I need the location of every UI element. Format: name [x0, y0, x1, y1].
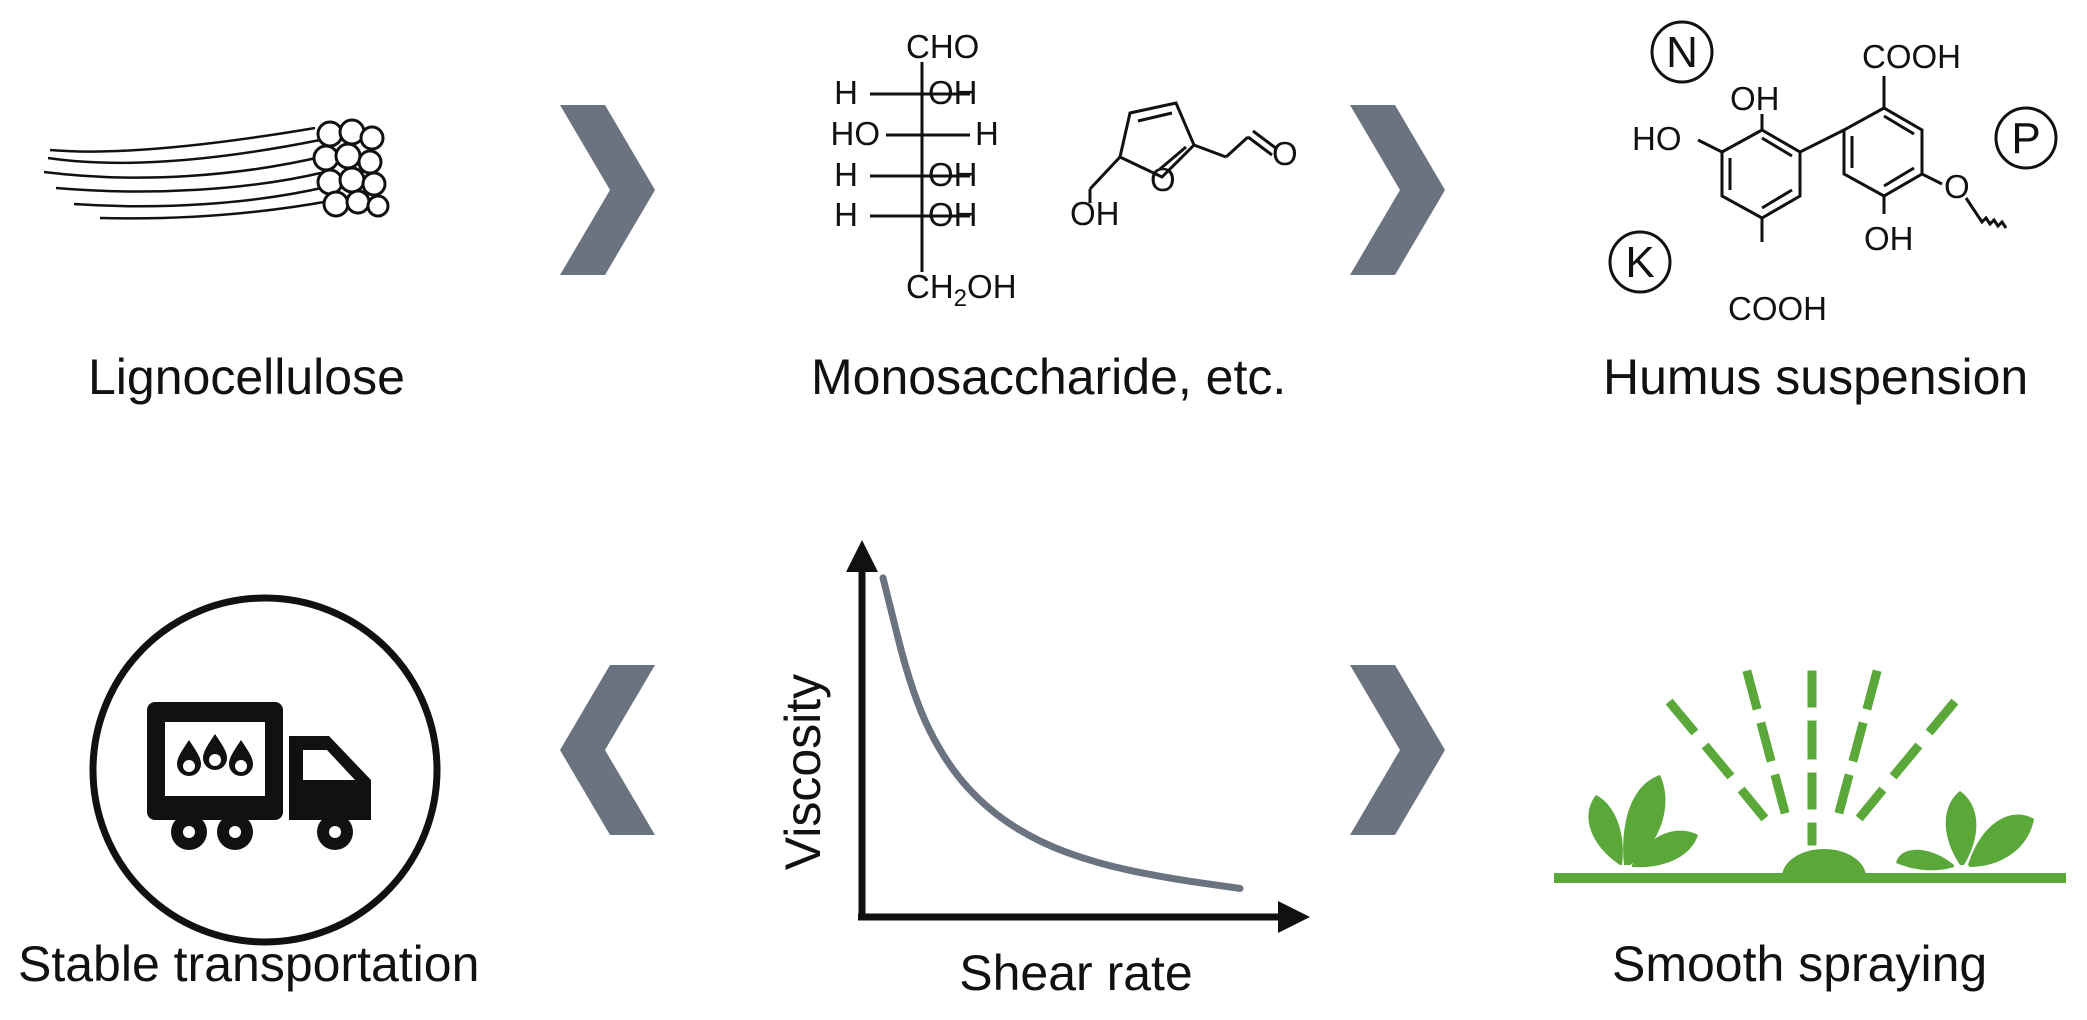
hmf-ring-o-text: O — [1150, 161, 1176, 198]
stable-transportation-label: Stable transportation — [18, 936, 480, 992]
fischer-row1-right: OH — [928, 74, 978, 111]
glucose-fischer-structure: CHO H OH HO H H OH H OH CH2OH — [831, 28, 1017, 310]
sprinkler-spray-icon — [1554, 669, 2066, 883]
fischer-row4-right: OH — [928, 196, 978, 233]
oh-bottom-text: OH — [1864, 220, 1914, 257]
cooh-bottom-text: COOH — [1728, 290, 1827, 327]
nutrient-k-text: K — [1625, 238, 1654, 287]
fischer-row3-left: H — [834, 156, 858, 193]
x-axis-arrow-icon — [1278, 901, 1310, 933]
fischer-row2-right: H — [975, 115, 999, 152]
y-axis-label: Viscosity — [775, 674, 831, 870]
oh-top-text: OH — [1730, 80, 1780, 117]
ether-o-text: O — [1944, 168, 1970, 205]
cho-text: CHO — [906, 28, 979, 65]
ch2oh-text: CH2OH — [906, 268, 1017, 310]
lignocellulose-fiber-icon — [43, 118, 390, 220]
humus-structure: COOH OH HO OH O COOH N P K — [1608, 20, 2058, 327]
lignocellulose-label: Lignocellulose — [88, 349, 405, 405]
chevron-right-icon — [560, 105, 655, 275]
chevron-right-icon — [1350, 665, 1445, 835]
x-axis-label: Shear rate — [959, 945, 1192, 1001]
chevron-left-icon — [560, 665, 655, 835]
viscosity-chart: Viscosity Shear rate — [775, 540, 1310, 1001]
y-axis-arrow-icon — [846, 540, 878, 572]
truck-icon — [89, 594, 441, 946]
nutrient-n-text: N — [1666, 28, 1698, 77]
viscosity-curve — [879, 574, 1244, 892]
fischer-row1-left: H — [834, 74, 858, 111]
humus-suspension-label: Humus suspension — [1603, 349, 2029, 405]
nutrient-p-text: P — [2011, 114, 2040, 163]
fischer-row2-left: HO — [831, 115, 881, 152]
ho-left-text: HO — [1632, 120, 1682, 157]
fischer-row3-right: OH — [928, 156, 978, 193]
smooth-spraying-label: Smooth spraying — [1612, 936, 1988, 992]
hmf-oh-text: OH — [1070, 195, 1120, 232]
hmf-aldehyde-o-text: O — [1272, 135, 1298, 172]
cooh-top-text: COOH — [1862, 38, 1961, 75]
chevron-right-icon — [1350, 105, 1445, 275]
hmf-structure: OH O O — [1070, 101, 1298, 232]
monosaccharide-label: Monosaccharide, etc. — [811, 349, 1287, 405]
fischer-row4-left: H — [834, 196, 858, 233]
